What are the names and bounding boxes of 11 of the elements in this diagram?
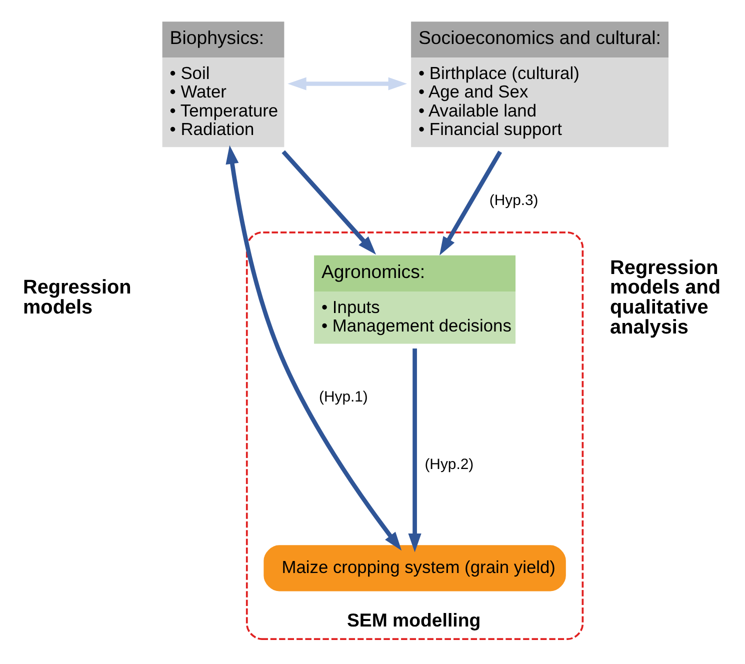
edge-label: (Hyp.3) [489, 192, 538, 209]
arrow [439, 150, 502, 255]
edge-label: (Hyp.2) [424, 455, 474, 472]
label: Regression models and qualitative analysis [610, 256, 721, 338]
edge-label: (Hyp.1) [319, 388, 368, 406]
arrow [408, 348, 422, 552]
node-box: Maize cropping system (grain yield) [264, 544, 566, 591]
label: Regression models [23, 276, 132, 318]
arrow [288, 76, 408, 90]
arrow [282, 150, 376, 254]
arrow [226, 144, 402, 550]
